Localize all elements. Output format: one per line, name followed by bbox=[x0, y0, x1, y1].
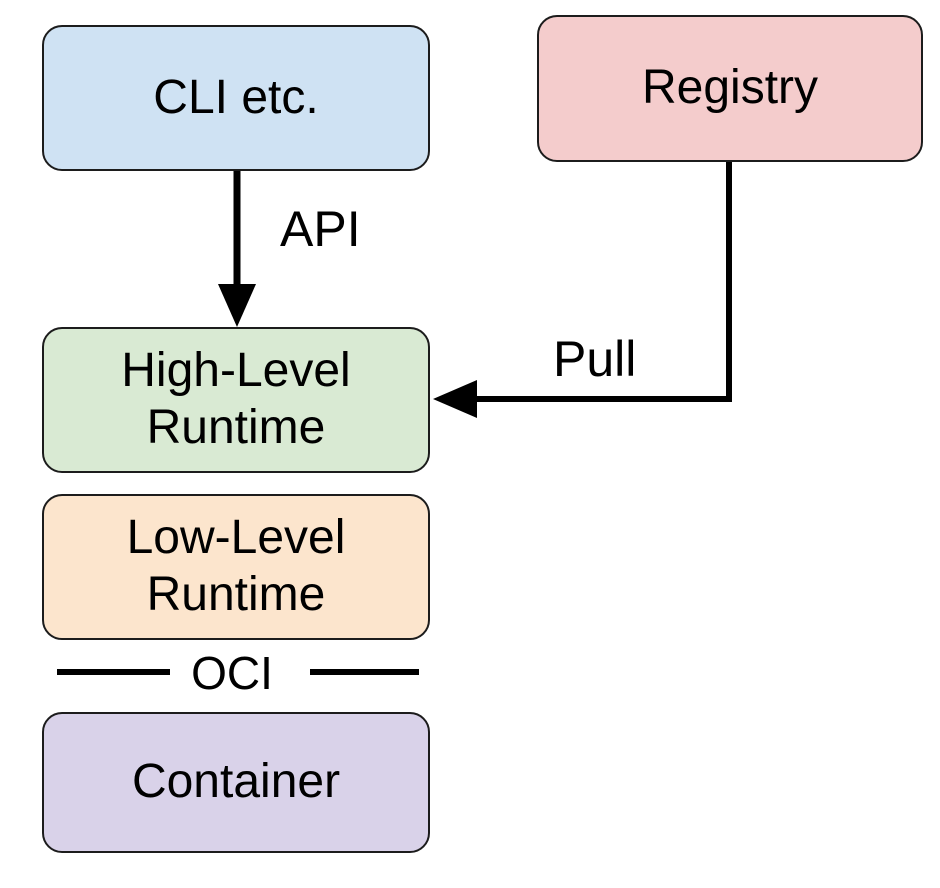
node-high-level-runtime-label: High-Level Runtime bbox=[121, 344, 351, 454]
node-low-level-runtime-label: Low-Level Runtime bbox=[126, 511, 346, 621]
api-edge-label: API bbox=[280, 201, 361, 257]
oci-separator-label: OCI bbox=[191, 647, 273, 699]
node-container: Container bbox=[42, 712, 430, 853]
api-arrow bbox=[218, 171, 256, 327]
node-cli: CLI etc. bbox=[42, 25, 430, 171]
node-high-level-runtime: High-Level Runtime bbox=[42, 327, 430, 473]
node-container-label: Container bbox=[131, 755, 341, 809]
node-cli-label: CLI etc. bbox=[153, 70, 319, 124]
node-registry: Registry bbox=[537, 15, 923, 162]
node-low-level-runtime: Low-Level Runtime bbox=[42, 494, 430, 640]
pull-edge-label: Pull bbox=[553, 331, 637, 387]
node-registry-label: Registry bbox=[641, 61, 819, 115]
